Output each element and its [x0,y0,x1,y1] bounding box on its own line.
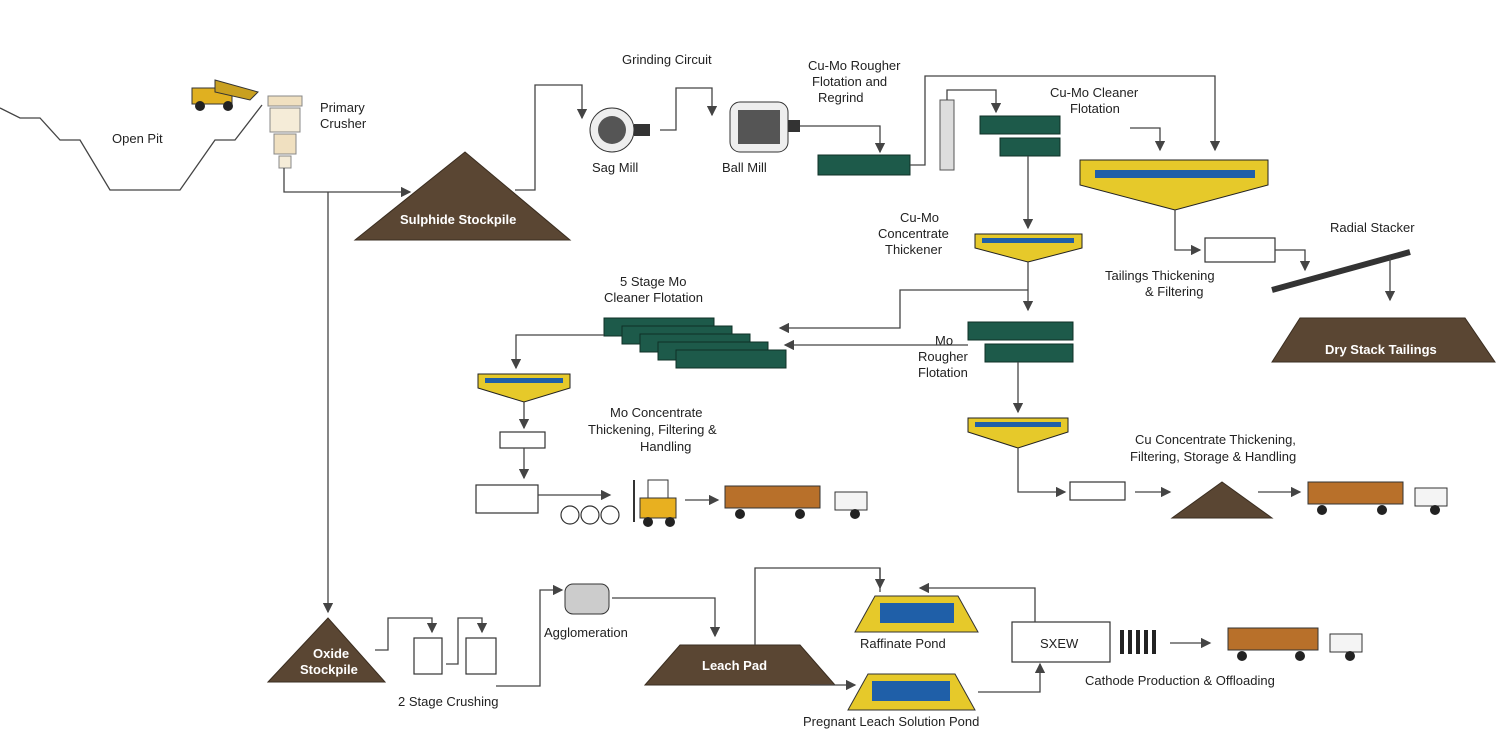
mo-concentrate-thickener [477,373,571,403]
two-stage-crushing-label: 2 Stage Crushing [398,694,498,709]
crusher-2-icon [465,637,497,675]
ball-mill-label: Ball Mill [722,160,767,175]
cathode-plates-icon [1120,630,1156,654]
agglomeration-drum-icon [564,583,610,615]
cumo-rougher-cells [817,154,911,176]
leach-pad [643,644,837,686]
cathode-label: Cathode Production & Offloading [1085,673,1275,688]
open-pit-label: Open Pit [112,131,163,146]
tailings-thickening-label: Tailings Thickening& Filtering [1105,268,1215,299]
leach-pad-label: Leach Pad [702,658,767,673]
sulphide-stockpile-label: Sulphide Stockpile [400,212,516,227]
ball-mill-icon [729,101,800,153]
cumo-cleaner-cells-2 [999,137,1061,157]
cumo-concentrate-thickener [974,233,1083,263]
cu-concentrate-label: Cu Concentrate Thickening,Filtering, Sto… [1130,432,1296,464]
mo-rougher-cells-2 [984,343,1074,363]
regrind-mill-icon [939,99,955,171]
sag-mill-label: Sag Mill [592,160,638,175]
cathode-truck-icon [1227,627,1363,661]
haul-truck-icon [191,79,259,111]
dry-stack-tailings-label: Dry Stack Tailings [1325,342,1437,357]
grinding-circuit-label: Grinding Circuit [622,52,712,67]
mo-filter-icon [499,431,546,449]
mo-drums-icon [560,505,620,525]
raffinate-pond [854,595,979,633]
open-pit: Open Pit [0,104,263,191]
cu-concentrate-stockpile [1170,481,1274,519]
cumo-cleaner-cells-1 [979,115,1061,135]
mo-dryer-icon [475,484,539,514]
crusher-1-icon [413,637,443,675]
sulphide-stockpile [353,151,572,241]
tailings-thickener [1079,159,1269,211]
radial-stacker-label: Radial Stacker [1330,220,1415,235]
pls-pond-label: Pregnant Leach Solution Pond [803,714,979,729]
forklift-icon [633,479,677,527]
oxide-stockpile [266,617,387,683]
cu-truck-icon [1307,481,1448,515]
mo-cleaner-cells [603,317,787,369]
primary-crusher-icon [267,95,303,169]
sxew-label: SXEW [1040,636,1079,651]
pls-pond [847,673,976,711]
radial-stacker-icon [1271,249,1411,293]
agglomeration-label: Agglomeration [544,625,628,640]
tailings-filter-icon [1204,237,1276,263]
cu-filter-icon [1069,481,1126,501]
sag-mill-icon [589,107,650,153]
mo-truck-icon [724,485,868,519]
cu-concentrate-thickener [967,417,1069,449]
sxew-box [1011,621,1111,663]
mo-rougher-cells-1 [967,321,1074,341]
raffinate-pond-label: Raffinate Pond [860,636,946,651]
dry-stack-tailings [1271,317,1496,363]
